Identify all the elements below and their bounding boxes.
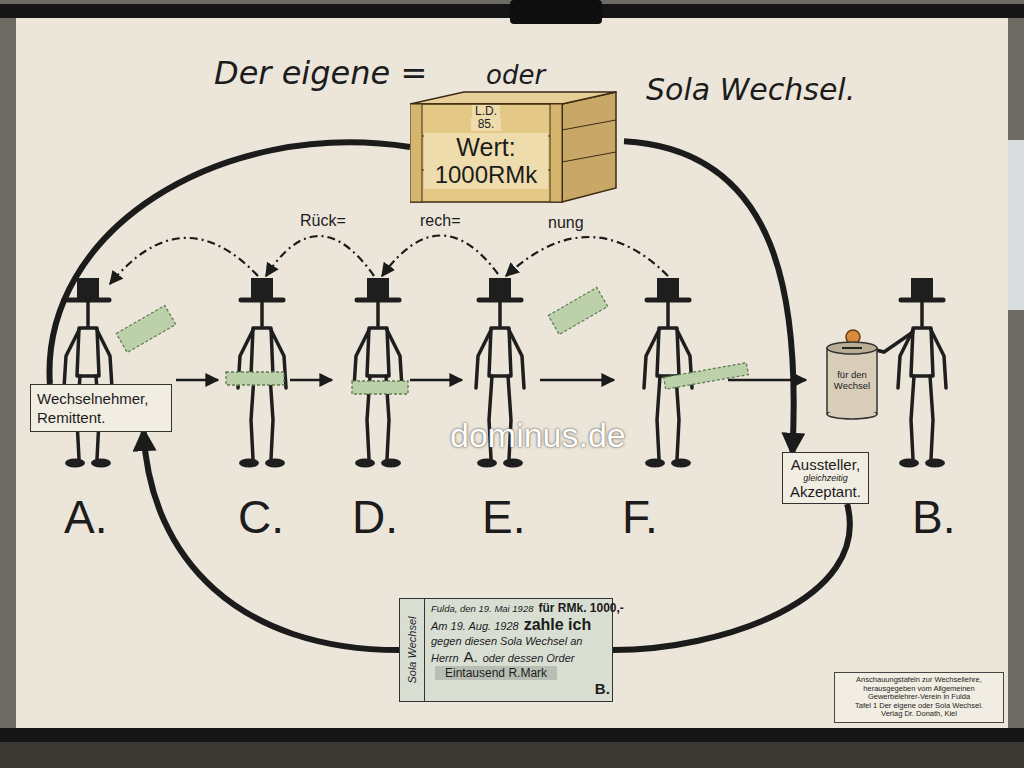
role-label: Aussteller, <box>790 456 861 473</box>
role-box: Wechselnehmer, Remittent. <box>30 384 172 432</box>
bill-line: Eintausend R.Mark <box>431 666 624 680</box>
bill-text: B. <box>595 680 610 698</box>
person-letter: E. <box>482 490 525 544</box>
crate-box: L.D.85.Wert:1000RMk <box>410 90 624 204</box>
bill-text: oder dessen Order <box>483 652 575 665</box>
title-part: Der eigene = <box>214 54 427 92</box>
role-box: Aussteller,gleichzeitigAkzeptant. <box>782 452 869 504</box>
publisher-note: Verlag Dr. Donath, Kiel <box>839 710 999 719</box>
role-note: gleichzeitig <box>790 473 861 483</box>
flow-arc <box>49 142 410 384</box>
bill-strip: Sola Wechsel <box>400 599 425 701</box>
crate-number: 85. <box>471 118 501 131</box>
crate-label: L.D.85.Wert:1000RMk <box>424 105 548 189</box>
bill-text: Fulda, den 19. Mai 1928 <box>431 603 533 614</box>
person-letter: A. <box>64 490 107 544</box>
bill-line: gegen diesen Sola Wechsel an <box>431 635 624 648</box>
crate-value-label: Wert: <box>424 133 548 161</box>
publisher-box: Anschauungstafeln zur Wechsellehre,herau… <box>834 672 1004 723</box>
arc-label: nung <box>548 214 584 232</box>
bill-line: Fulda, den 19. Mai 1928 für RMk. 1000,- <box>431 601 624 615</box>
bill-text: für RMk. 1000,- <box>538 601 623 615</box>
crate-value: 1000RMk <box>424 161 548 189</box>
bill-side-title: Sola Wechsel <box>406 617 418 684</box>
watermark: dominus.de <box>450 416 626 455</box>
flow-arc <box>144 432 399 650</box>
publisher-note: herausgegeben vom Allgemeinen Gewerbeleh… <box>839 685 999 702</box>
bill-text: zahle ich <box>524 615 592 634</box>
bill-line: Herrn A. oder dessen Order <box>431 648 624 666</box>
crate-marking-text: L.D. <box>472 105 500 118</box>
person-letter: C. <box>238 490 284 544</box>
bill-line: Am 19. Aug. 1928 zahle ich <box>431 615 624 634</box>
bill-text: Eintausend R.Mark <box>435 666 557 680</box>
publisher-note: Tafel 1 Der eigene oder Sola Wechsel. <box>839 702 999 711</box>
can-label: für den Wechsel <box>828 369 876 391</box>
role-label: Akzeptant. <box>790 483 861 500</box>
bill-text: A. <box>464 648 478 666</box>
bill-text: gegen diesen Sola Wechsel an <box>431 635 582 648</box>
arc-label: rech= <box>420 212 460 230</box>
role-label: Wechselnehmer, Remittent. <box>37 389 165 427</box>
bill-text: Herrn <box>431 652 459 665</box>
arc-label: Rück= <box>300 212 346 230</box>
flow-arc <box>624 141 794 452</box>
title-part: oder <box>486 60 545 90</box>
bill-box: Sola WechselFulda, den 19. Mai 1928für R… <box>399 598 613 702</box>
bill-text: Am 19. Aug. 1928 <box>431 620 519 633</box>
person-letter: B. <box>912 490 955 544</box>
money-can: für den Wechsel <box>825 340 879 420</box>
title-part: Sola Wechsel. <box>646 72 855 107</box>
bill-line: B. <box>431 680 624 698</box>
bill-body: Fulda, den 19. Mai 1928für RMk. 1000,-Am… <box>425 599 630 701</box>
publisher-note: Anschauungstafeln zur Wechsellehre, <box>839 676 999 685</box>
crate-marking: L.D.85. <box>424 105 548 131</box>
person-letter: F. <box>622 490 658 544</box>
person-letter: D. <box>352 490 398 544</box>
